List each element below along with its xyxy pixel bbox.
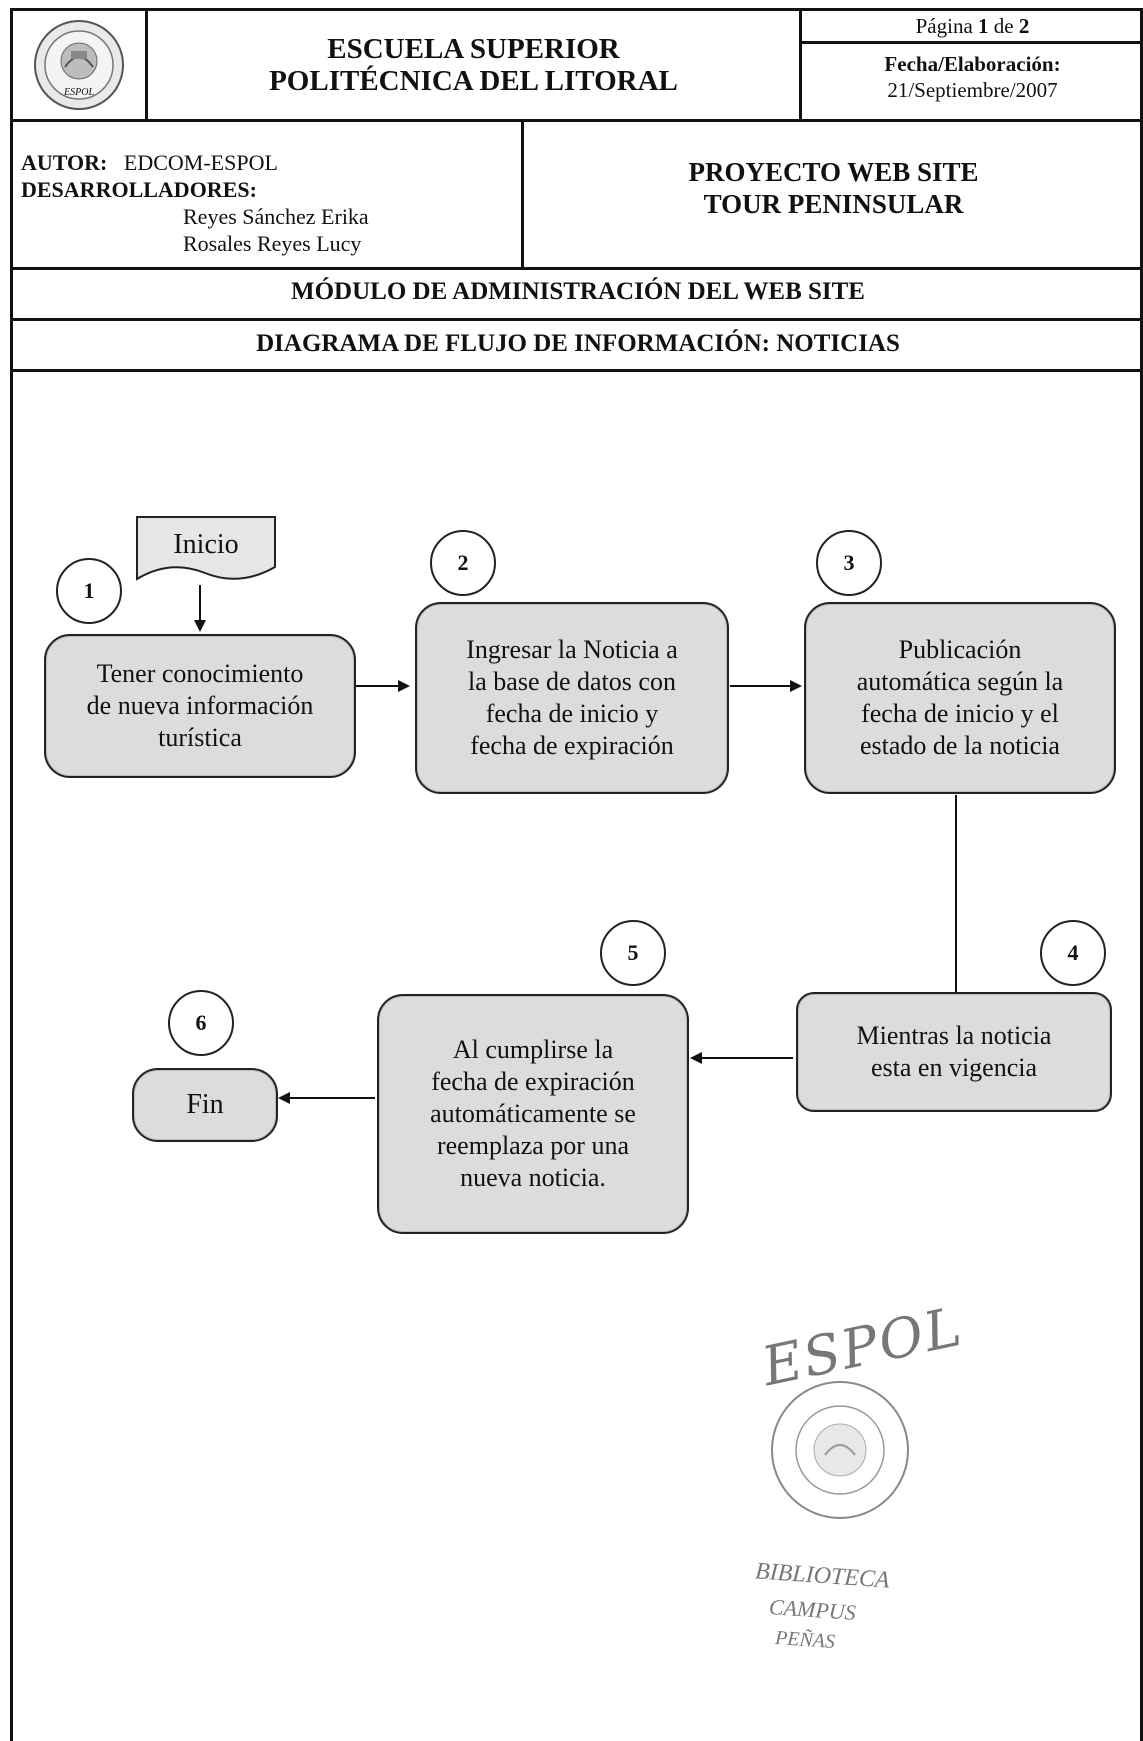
developers-label: DESARROLLADORES: <box>21 177 257 202</box>
info-bottom-line <box>13 267 1143 270</box>
date-block: Fecha/Elaboración: 21/Septiembre/2007 <box>802 51 1143 103</box>
step-4-text: Mientras la noticia esta en vigencia <box>856 1021 1052 1082</box>
step-6-end-terminal: Fin <box>132 1068 278 1142</box>
institution-line-2: POLITÉCNICA DEL LITORAL <box>269 65 678 97</box>
step-5-text: Al cumplirse la fecha de expiración auto… <box>430 1035 636 1192</box>
module-title: MÓDULO DE ADMINISTRACIÓN DEL WEB SITE <box>291 278 865 305</box>
step-1-box: Tener conocimiento de nueva información … <box>44 634 356 778</box>
project-title: PROYECTO WEB SITE TOUR PENINSULAR <box>524 156 1143 220</box>
page-current: 1 <box>978 14 989 38</box>
step-2-box: Ingresar la Noticia a la base de datos c… <box>415 602 729 794</box>
author-block: AUTOR: EDCOM-ESPOL DESARROLLADORES: Reye… <box>21 149 511 257</box>
step-3-box: Publicación automática según la fecha de… <box>804 602 1116 794</box>
step-4-number: 4 <box>1040 920 1106 986</box>
diagram-title-bottom-line <box>13 369 1143 372</box>
page-prefix: Página <box>915 14 979 38</box>
developer-2: Rosales Reyes Lucy <box>183 231 362 256</box>
step-2-text: Ingresar la Noticia a la base de datos c… <box>466 635 678 760</box>
document-page: ESPOL ESCUELA SUPERIOR POLITÉCNICA DEL L… <box>10 8 1143 1741</box>
author-value: EDCOM-ESPOL <box>123 150 278 175</box>
institution-name: ESCUELA SUPERIOR POLITÉCNICA DEL LITORAL <box>148 33 799 97</box>
page-total: 2 <box>1018 14 1030 38</box>
developer-1: Reyes Sánchez Erika <box>183 204 369 229</box>
step-3-number: 3 <box>816 530 882 596</box>
start-terminal: Inicio <box>135 515 277 587</box>
author-label: AUTOR: <box>21 150 108 175</box>
project-line-1: PROYECTO WEB SITE <box>688 157 979 187</box>
project-line-2: TOUR PENINSULAR <box>703 189 964 219</box>
module-bottom-line <box>13 318 1143 321</box>
date-value: 21/Septiembre/2007 <box>887 78 1058 102</box>
header-meta-divider <box>799 41 1143 44</box>
step-1-text: Tener conocimiento de nueva información … <box>86 659 314 752</box>
info-divider <box>521 119 524 267</box>
step-3-text: Publicación automática según la fecha de… <box>856 635 1064 760</box>
logo-text: ESPOL <box>64 87 94 98</box>
step-6-text: Fin <box>186 1089 224 1120</box>
espol-logo: ESPOL <box>27 17 131 113</box>
step-6-number: 6 <box>168 990 234 1056</box>
start-label: Inicio <box>173 529 239 560</box>
header-divider-left <box>145 11 148 119</box>
stamp-line-1: BIBLIOTECA <box>754 1558 891 1594</box>
stamp-line-2: CAMPUS <box>768 1594 857 1625</box>
step-5-number: 5 <box>600 920 666 986</box>
page-indicator: Página 1 de 2 <box>802 13 1143 39</box>
step-5-box: Al cumplirse la fecha de expiración auto… <box>377 994 689 1234</box>
step-2-number: 2 <box>430 530 496 596</box>
stamp-line-3: PEÑAS <box>774 1626 836 1654</box>
stamp-seal <box>771 1381 909 1519</box>
date-label: Fecha/Elaboración: <box>884 52 1061 76</box>
header-divider-right <box>799 11 802 119</box>
institution-line-1: ESCUELA SUPERIOR <box>327 33 620 65</box>
step-1-number: 1 <box>56 558 122 624</box>
diagram-title: DIAGRAMA DE FLUJO DE INFORMACIÓN: NOTICI… <box>256 330 900 357</box>
header-bottom-line <box>13 119 1143 122</box>
page-of: de <box>988 14 1019 38</box>
step-4-box: Mientras la noticia esta en vigencia <box>796 992 1112 1112</box>
library-stamp: ESPOL BIBLIOTECA CAMPUS PEÑAS <box>745 1295 968 1675</box>
